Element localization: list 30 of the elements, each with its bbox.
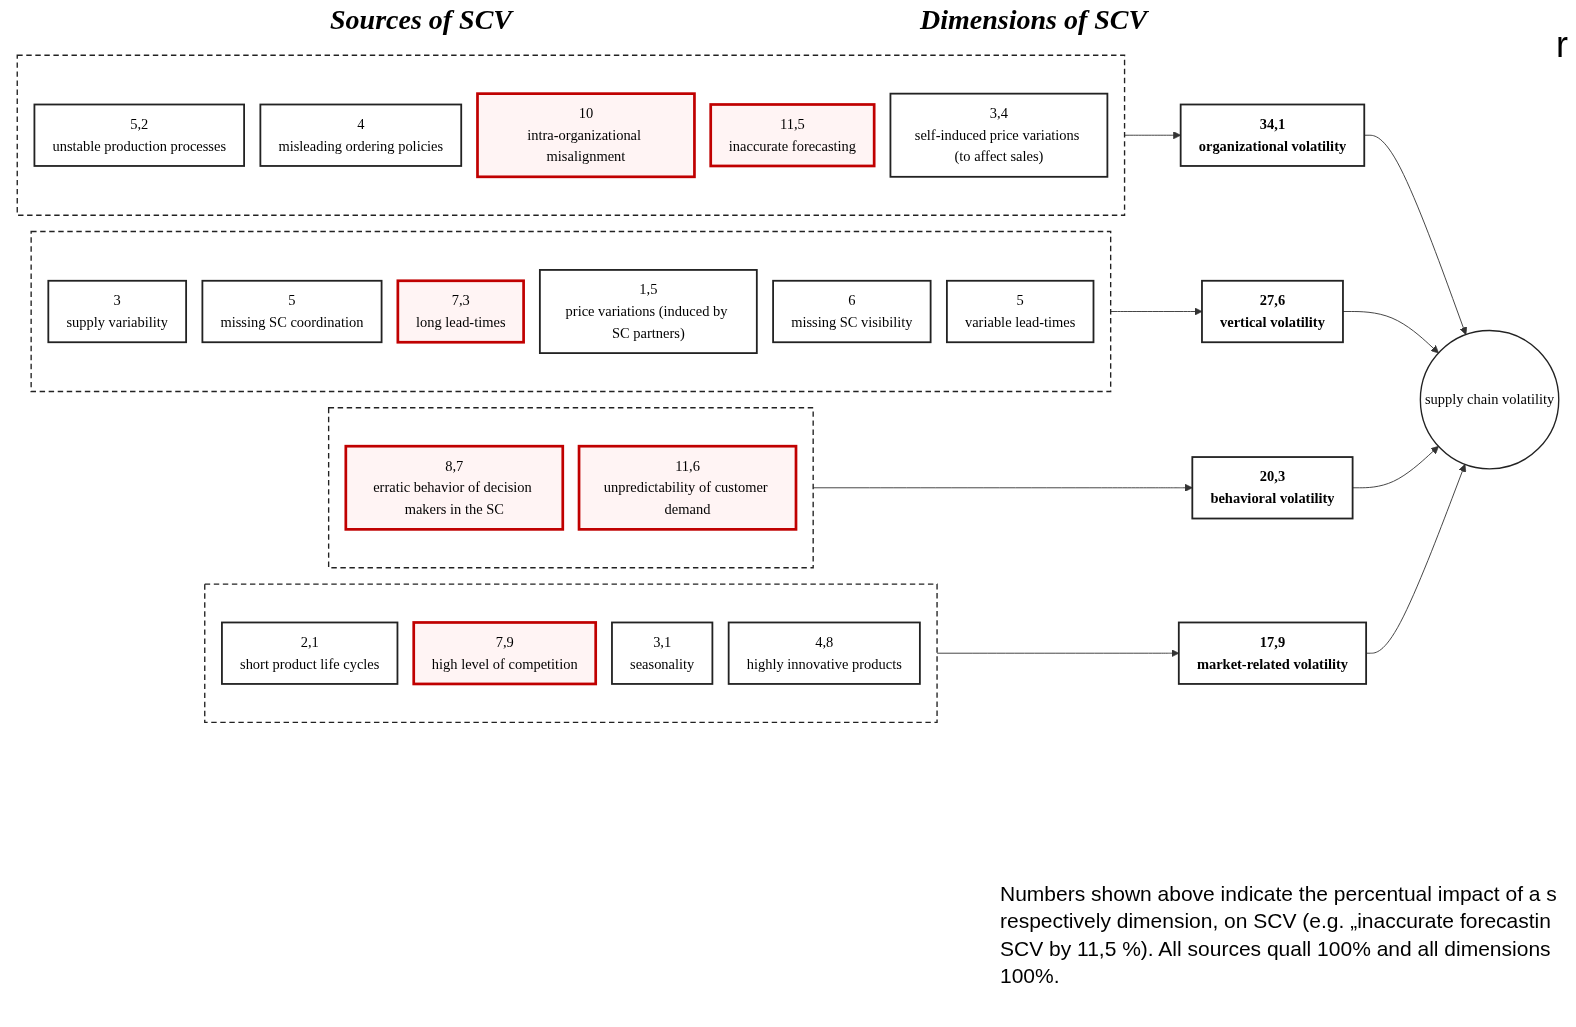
node-box: 27,6 vertical volatility xyxy=(1201,279,1344,344)
node-box: 1,5 price variations (induced by SC partners) xyxy=(538,269,758,354)
cluster xyxy=(30,230,1112,393)
node-box: 5 variable lead-times xyxy=(946,279,1095,344)
cluster xyxy=(16,54,1126,216)
note-text: Numbers shown above indicate the percentual impact of a s respectively dimension, on SCV (e.g. „inaccurate forecastin SCV by 11,5 %). All sources quall 100% and all dimensions 100%. xyxy=(1000,881,1558,989)
node-box: 6 missing SC visibility xyxy=(772,279,932,344)
node-box: 10 intra-organizational misalignment xyxy=(476,92,696,179)
node-box: 5 missing SC coordination xyxy=(201,279,383,344)
cluster xyxy=(327,407,814,569)
cluster xyxy=(204,583,938,724)
text-fragment: r xyxy=(1556,24,1568,66)
node-box: 4 misleading ordering policies xyxy=(259,103,463,167)
node-box: 8,7 erratic behavior of decision makers in the SC xyxy=(344,444,565,531)
node-box: 7,3 long lead-times xyxy=(396,279,525,344)
node-box: 17,9 market-related volatility xyxy=(1177,621,1368,685)
node-circle: supply chain volatility xyxy=(1419,329,1560,470)
node-box: 11,5 inaccurate forecasting xyxy=(709,103,876,168)
node-box: 3,1 seasonality xyxy=(611,621,714,685)
node-box: 4,8 highly innovative products xyxy=(727,621,921,685)
node-box: 2,1 short product life cycles xyxy=(221,621,399,685)
node-box: 34,1 organizational volatility xyxy=(1179,103,1366,167)
node-box: 5,2 unstable production processes xyxy=(33,103,245,167)
node-box: 11,6 unpredictability of customer demand xyxy=(577,444,798,531)
node-box: 20,3 behavioral volatility xyxy=(1191,456,1354,520)
column-heading: Sources of SCV xyxy=(330,4,513,36)
node-box: 7,9 high level of competition xyxy=(412,621,598,686)
column-heading: Dimensions of SCV xyxy=(920,4,1148,36)
node-box: 3 supply variability xyxy=(47,279,188,344)
node-box: 3,4 self-induced price variations (to affect sales) xyxy=(889,92,1109,178)
